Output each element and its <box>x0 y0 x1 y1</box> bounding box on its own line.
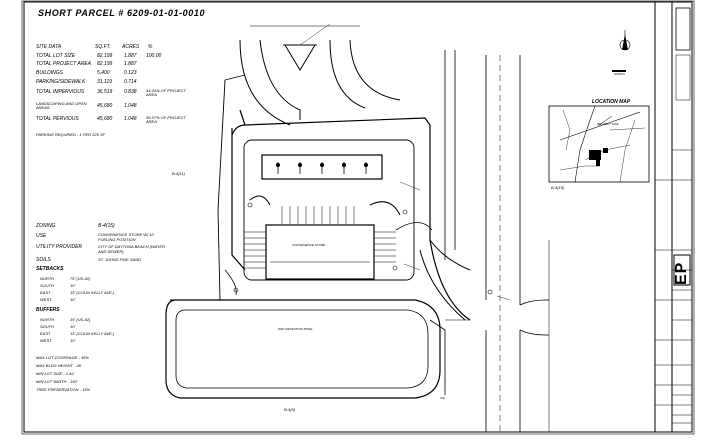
zone-label-north-east: B-4(11) <box>172 171 186 176</box>
site-row-label: TOTAL LOT SIZE <box>36 53 76 59</box>
buffer-label: WEST <box>40 338 52 343</box>
buffer-value: 35' (US-92) <box>70 317 91 322</box>
detention-pond-outer <box>165 299 441 399</box>
zoning-value: CONVENIENCE STORE W/ 10 FUELING POSITION <box>98 232 154 242</box>
location-map-title: LOCATION MAP <box>592 99 631 105</box>
site-row-acres: 0.123 <box>124 70 137 76</box>
site-data-header-sqft: SQ.FT. <box>95 44 111 50</box>
store-label: CONVENIENCE STORE <box>292 243 326 247</box>
site-layout <box>165 39 493 399</box>
buffer-label: NORTH <box>40 317 55 322</box>
setback-value: 75' (US-92) <box>70 276 91 281</box>
north-arrow <box>612 30 631 72</box>
zoning-label: USE <box>36 233 47 239</box>
detention-pond-inner <box>175 309 429 389</box>
north-arrow-label: NORTH <box>614 72 625 76</box>
setback-value: 10' <box>70 283 76 288</box>
site-row-label: BUILDINGS <box>36 70 63 76</box>
site-row-label: TOTAL IMPERVIOUS <box>36 89 85 95</box>
zoning-label: SOILS <box>36 257 51 263</box>
zoning-label: UTILITY PROVIDER <box>36 244 83 250</box>
site-row-acres: 0.714 <box>124 79 137 85</box>
roads <box>250 25 550 432</box>
buffers-title: BUFFERS <box>36 307 60 313</box>
location-map <box>548 105 650 183</box>
lot-rule: MAX LOT COVERAGE - 35% <box>36 355 89 360</box>
title-block <box>654 2 692 432</box>
lot-rule: MIN LOT SIZE - 1 AC <box>36 371 75 376</box>
site-row-sqft: 45,680 <box>97 103 113 109</box>
site-row-acres: 1.887 <box>124 61 137 67</box>
setback-label: NORTH <box>40 276 55 281</box>
site-row-label: LANDSCAPING AND OPEN AREAS <box>36 101 87 111</box>
project-site-label: PROJECT SITE <box>597 122 619 126</box>
site-row-label: PARKING/SIDEWALK <box>36 79 86 85</box>
site-row-label: TOTAL PERVIOUS <box>36 116 79 122</box>
site-data-header: SITE DATA <box>36 44 62 50</box>
leader-lines <box>299 23 511 301</box>
setback-label: EAST <box>40 290 51 295</box>
zoning-label: ZONING <box>36 223 56 229</box>
site-row-pct: 55.57% OF PROJECT AREA <box>146 115 186 125</box>
site-row-sqft: 36,519 <box>97 89 113 95</box>
ep-logo-box <box>673 254 691 286</box>
site-data-header-pct: % <box>148 44 153 50</box>
site-row-sqft: 31,119 <box>97 79 112 85</box>
setbacks-title: SETBACKS <box>36 266 64 272</box>
buffer-value: 10' <box>70 324 76 329</box>
buffer-label: SOUTH <box>40 324 54 329</box>
site-row-label: TOTAL PROJECT AREA <box>36 61 92 67</box>
setback-label: WEST <box>40 297 52 302</box>
site-row-pct: 100.00 <box>146 53 162 59</box>
zoning-value: CITY OF DAYTONA BEACH (WATER AND SEWER) <box>98 244 165 254</box>
store-building <box>265 224 375 280</box>
setback-label: SOUTH <box>40 283 54 288</box>
pond-label: WET DETENTION POND <box>278 327 313 331</box>
site-row-acres: 1.887 <box>124 53 137 59</box>
setback-value: 15' (COLIN KELLY AVE.) <box>70 290 115 295</box>
parking-required: PARKING REQUIRED - 1 PER 225 SF <box>36 132 106 137</box>
fuel-canopy <box>261 154 383 180</box>
sheet-border <box>23 1 693 433</box>
buffer-value: 15' (COLIN KELLY AVE.) <box>70 331 115 336</box>
site-row-sqft: 82,199 <box>97 61 113 67</box>
sheet-title: SHORT PARCEL # 6209-01-01-0010 <box>38 8 206 18</box>
site-row-acres: 1.048 <box>124 116 137 122</box>
site-data-header-acres: ACRES <box>122 44 140 50</box>
site-row-acres: 0.838 <box>124 89 137 95</box>
site-row-pct: 44.43% OF PROJECT AREA <box>146 88 186 98</box>
lot-rule: MIN LOT WIDTH - 150' <box>36 379 78 384</box>
sheet-outer-frame <box>21 0 695 435</box>
zoning-value: ST. JOHNS FINE SAND <box>98 257 141 262</box>
setback-value: 10' <box>70 297 76 302</box>
site-row-acres: 1.048 <box>124 103 137 109</box>
zone-label-right: B-4(15) <box>551 185 565 190</box>
ep-logo: EP <box>673 261 690 285</box>
lot-rule: TREE PRESERVATION - 15% <box>36 387 91 392</box>
buffer-label: EAST <box>40 331 51 336</box>
site-row-sqft: 45,680 <box>97 116 113 122</box>
zone-label-bottom: B-4(5) <box>284 407 296 412</box>
lot-rule: MAX BLDG HEIGHT - 45' <box>36 363 82 368</box>
zoning-value: B-4(15) <box>98 223 115 229</box>
site-row-sqft: 5,400 <box>97 70 110 76</box>
site-row-sqft: 82,199 <box>97 53 113 59</box>
buffer-value: 10' <box>70 338 76 343</box>
